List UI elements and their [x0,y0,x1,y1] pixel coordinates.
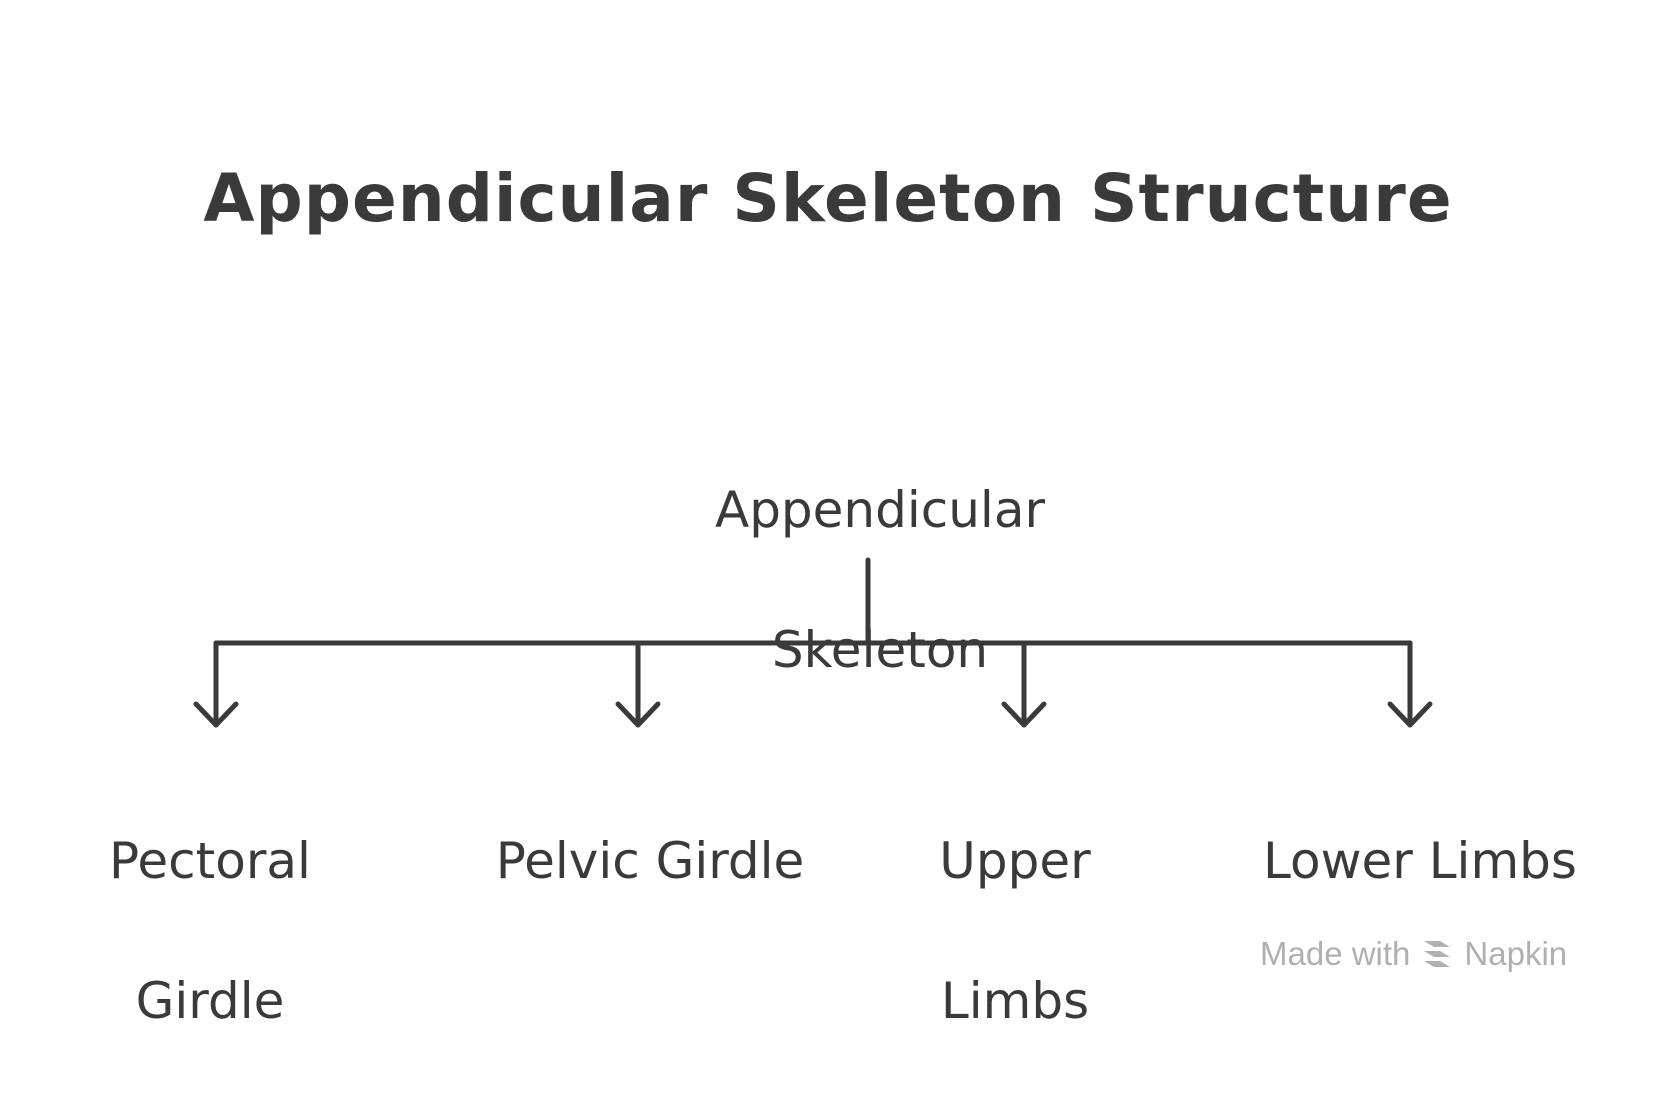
napkin-watermark[interactable]: Made with Napkin [1260,932,1600,976]
child-node-label-line2: Girdle [135,972,285,1030]
child-node-pelvic-girdle: Pelvic Girdle [440,756,860,1036]
branch-arrow-upper [1001,640,1047,728]
child-node-upper-limbs: Upper Limbs [880,756,1150,1106]
child-node-label-line1: Pectoral [109,832,311,890]
root-node: Appendicular Skeleton [630,405,1130,755]
tree-connectors [193,557,1433,728]
child-node-lower-limbs: Lower Limbs [1210,756,1630,1036]
child-node-label-line1: Pelvic Girdle [495,832,805,890]
root-node-label-line2: Skeleton [771,621,989,679]
child-node-label-line2: Limbs [940,972,1090,1030]
child-node-label-line1: Lower Limbs [1263,832,1577,890]
root-node-label-line1: Appendicular [714,481,1046,539]
napkin-logo-icon [1424,941,1451,967]
watermark-brand-text: Napkin [1464,935,1568,972]
diagram-title: Appendicular Skeleton Structure [203,160,1453,237]
child-node-label-line1: Upper [939,832,1091,890]
watermark-made-with-text: Made with [1260,935,1411,972]
branch-arrow-lower [1387,640,1433,728]
branch-arrow-pectoral [193,640,239,728]
child-node-pectoral-girdle: Pectoral Girdle [30,756,390,1106]
branch-arrow-pelvic [615,640,661,728]
